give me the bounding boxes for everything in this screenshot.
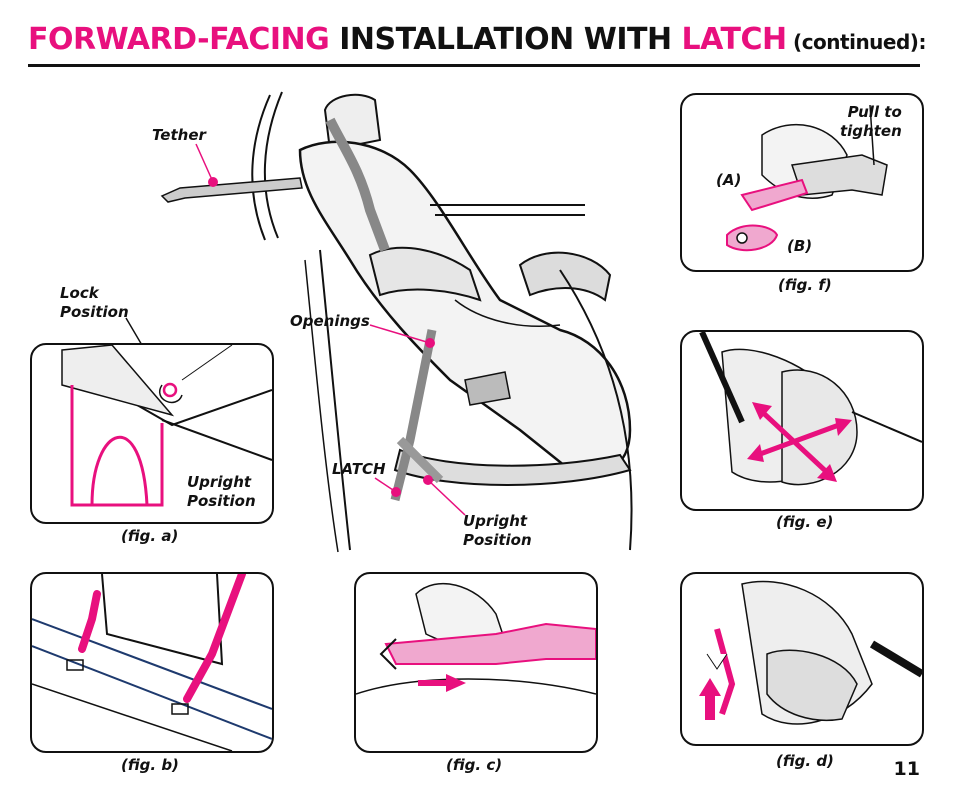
title-latch: LATCH — [681, 22, 788, 57]
title-rule — [28, 64, 920, 67]
fig-b-caption: (fig. b) — [121, 756, 179, 774]
lock-line1: Lock — [60, 284, 99, 302]
latch-label: LATCH — [332, 460, 386, 478]
upright-a-line1: Upright — [187, 473, 252, 491]
pull-to-tighten-label: Pull to tighten — [840, 103, 902, 141]
title-forward-facing: FORWARD-FACING — [28, 22, 330, 57]
upright-position-a-label: Upright Position — [187, 473, 256, 511]
pull-line2: tighten — [840, 122, 902, 140]
page-title: FORWARD-FACING INSTALLATION WITH LATCH (… — [28, 22, 926, 57]
fig-c-illustration — [356, 582, 596, 695]
upright-main-line2: Position — [463, 531, 532, 549]
fig-c-caption: (fig. c) — [446, 756, 503, 774]
fig-a-panel: Upright Position — [30, 343, 274, 524]
title-continued: (continued): — [786, 30, 926, 54]
upright-a-line2: Position — [187, 492, 256, 510]
part-b-label: (B) — [787, 237, 813, 255]
upright-position-main-label: Upright Position — [463, 512, 532, 550]
fig-e-caption: (fig. e) — [776, 513, 834, 531]
pull-line1: Pull to — [847, 103, 902, 121]
openings-label: Openings — [290, 312, 370, 330]
fig-c-panel — [354, 572, 598, 753]
fig-f-caption: (fig. f) — [778, 276, 832, 294]
fig-b-panel — [30, 572, 274, 753]
fig-a-caption: (fig. a) — [121, 527, 179, 545]
fig-b-illustration — [32, 574, 272, 751]
upright-main-line1: Upright — [463, 512, 528, 530]
fig-d-illustration — [699, 580, 922, 725]
fig-f-panel: Pull to tighten (A) (B) — [680, 93, 924, 272]
fig-e-illustration — [699, 332, 922, 486]
title-installation-with: INSTALLATION WITH — [329, 22, 682, 57]
fig-e-panel — [680, 330, 924, 511]
lock-position-label: Lock Position — [60, 284, 129, 322]
fig-f-illustration — [726, 104, 888, 252]
fig-a-illustration — [61, 345, 272, 507]
lock-line2: Position — [60, 303, 129, 321]
fig-d-caption: (fig. d) — [776, 752, 834, 770]
tether-label: Tether — [152, 126, 206, 144]
page-number: 11 — [893, 758, 920, 780]
part-a-label: (A) — [716, 171, 742, 189]
fig-d-panel — [680, 572, 924, 746]
